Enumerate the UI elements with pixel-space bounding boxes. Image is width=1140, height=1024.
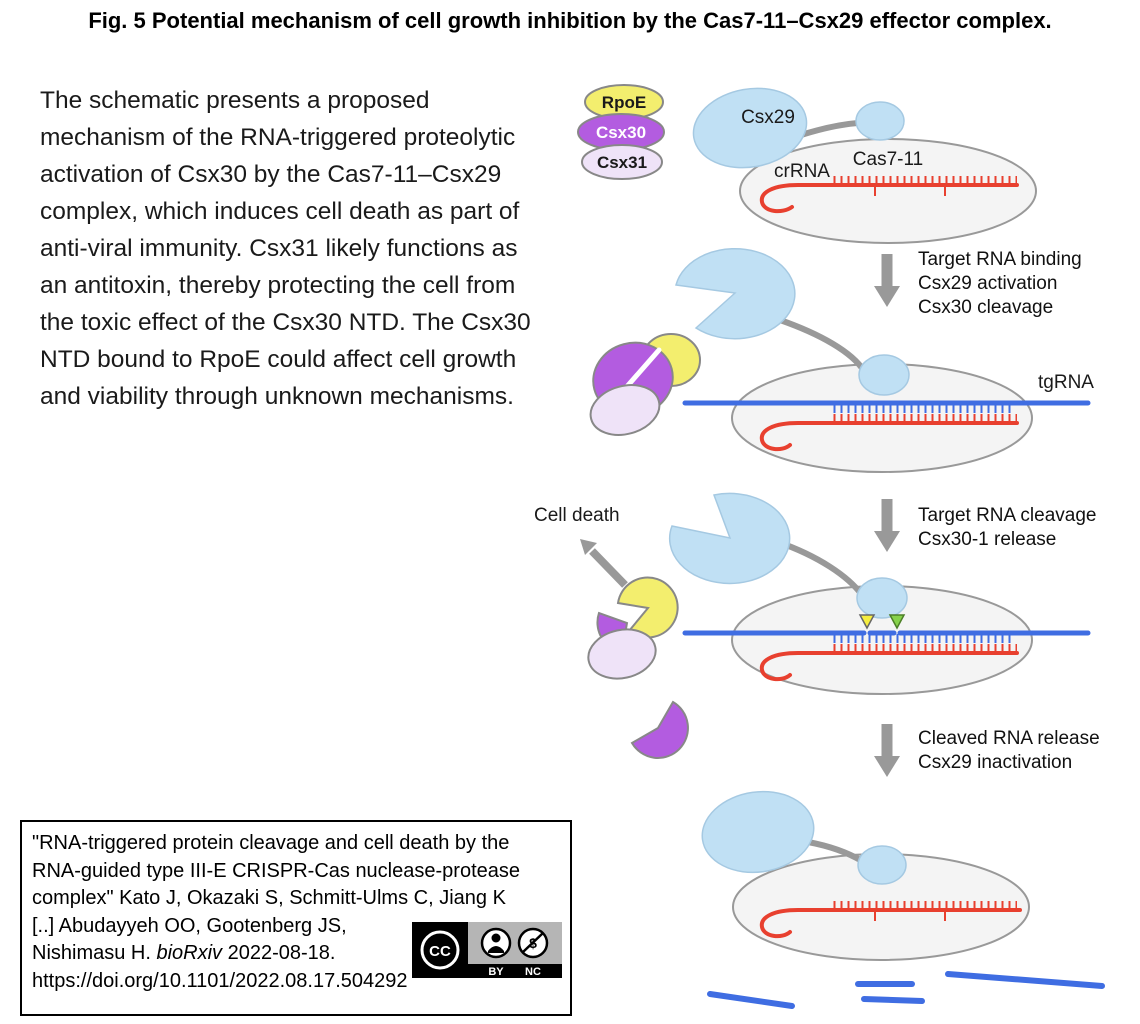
by-label: BY: [488, 966, 504, 978]
insertion-domain: [857, 845, 907, 885]
insertion-domain: [855, 101, 905, 141]
cleavage-site-marker-yellow: [858, 614, 876, 630]
citation-authors-tail: Nishimasu H.: [32, 942, 157, 964]
nc-slash-icon: [522, 932, 544, 953]
stage-2-target-bound: tgRNA: [589, 247, 1094, 473]
csx31-protein: [587, 628, 657, 680]
crrna-comb: [830, 414, 1017, 423]
citation-date: 2022-08-18.: [222, 942, 336, 964]
figure-description: The schematic presents a proposed mechan…: [40, 87, 531, 410]
linker: [775, 539, 865, 598]
tgrna-comb: [830, 634, 1015, 643]
by-person-body-icon: [488, 946, 504, 953]
step-3-line-2: Csx29 inactivation: [918, 752, 1072, 773]
crrna-comb: [830, 176, 1017, 185]
stage-1-surveillance-complex: Csx29 crRNA Cas7-11: [692, 87, 1037, 244]
crrna: [759, 651, 1019, 682]
csx31-legend-oval: [581, 144, 663, 180]
crrna: [759, 183, 1019, 214]
crrna: [759, 908, 1022, 939]
crrna-comb: [830, 644, 1017, 653]
step-2-annotation: Target RNA cleavage Csx30-1 release: [874, 499, 1097, 552]
csx29-activated-blob: [668, 492, 791, 585]
step-1-line-3: Csx30 cleavage: [918, 297, 1053, 318]
citation-text-line: Nishimasu H. bioRxiv 2022-08-18.: [32, 940, 560, 968]
citation-text-line: [..] Abudayyeh OO, Gootenberg JS,: [32, 914, 347, 937]
down-arrow-head-icon: [874, 531, 900, 552]
linker: [805, 839, 865, 864]
csx30-legend-label: Csx30: [596, 123, 646, 142]
crrna-label: crRNA: [774, 161, 830, 182]
step-3-annotation: Cleaved RNA release Csx29 inactivation: [874, 724, 1100, 777]
step-1-annotation: Target RNA binding Csx29 activation Csx3…: [874, 249, 1082, 318]
csx29-blob: [692, 87, 808, 169]
citation-doi: https://doi.org/10.1101/2022.08.17.50429…: [32, 969, 408, 992]
tgrna-comb: [830, 404, 1015, 413]
cell-death-label: Cell death: [534, 505, 620, 526]
down-arrow-head-icon: [874, 756, 900, 777]
csx31-protein: [589, 384, 661, 436]
stage-3-target-cleaved: [587, 492, 1091, 759]
step-2-line-2: Csx30-1 release: [918, 529, 1056, 550]
nc-label: NC: [525, 966, 541, 978]
journal-name: bioRxiv: [156, 942, 223, 964]
tgrna-label: tgRNA: [1038, 372, 1094, 393]
csx31-legend-label: Csx31: [597, 153, 647, 172]
cc-by-nc-badge-graphic: CC $ BY NC: [412, 922, 562, 978]
citation-text-line: complex" Kato J, Okazaki S, Schmitt-Ulms…: [32, 887, 506, 909]
step-3-line-1: Cleaved RNA release: [918, 728, 1100, 749]
figure-title: Fig. 5 Potential mechanism of cell growt…: [88, 8, 1052, 33]
cc-badge-label-strip: [468, 964, 562, 978]
cell-death-annotation: Cell death: [534, 505, 628, 588]
cc-label: CC: [429, 943, 451, 960]
step-1-line-1: Target RNA binding: [918, 249, 1082, 270]
released-rna-fragment: [707, 991, 795, 1009]
step-1-line-2: Csx29 activation: [918, 273, 1057, 294]
crrna-comb: [830, 901, 1017, 910]
released-rna-fragment: [861, 996, 925, 1004]
insertion-domain: [858, 354, 910, 396]
csx29-blob: [701, 790, 815, 874]
csx29-label: Csx29: [741, 107, 795, 128]
step-2-line-1: Target RNA cleavage: [918, 505, 1097, 526]
csx30-ctd-released: [630, 700, 689, 759]
csx29-activated-blob: [675, 247, 796, 340]
citation-text-line: "RNA-triggered protein cleavage and cell…: [32, 832, 510, 854]
protein-legend: RpoE Csx30 Csx31: [577, 84, 665, 180]
insertion-domain: [856, 577, 908, 619]
stage-4-inactivated: [701, 790, 1105, 1009]
mechanism-diagram: RpoE Csx30 Csx31 Csx29 crRNA Cas7-11 Tar…: [534, 84, 1105, 1009]
released-rna-fragment: [945, 971, 1105, 989]
down-arrow-head-icon: [874, 286, 900, 307]
crrna: [759, 421, 1019, 452]
cleavage-site-marker-green: [888, 614, 906, 630]
cell-death-arrow-head-icon: [580, 539, 597, 555]
citation-text-line: RNA-guided type III-E CRISPR-Cas nucleas…: [32, 859, 520, 882]
cc-circle-icon: [420, 930, 460, 970]
rpoe-legend-label: RpoE: [602, 93, 646, 112]
cas7-11-label: Cas7-11: [853, 149, 923, 170]
cell-death-arrow-icon: [589, 548, 628, 588]
citation-box: "RNA-triggered protein cleavage and cell…: [20, 820, 572, 1016]
cc-by-nc-badge: CC $ BY NC: [412, 922, 562, 978]
linker: [777, 317, 867, 374]
by-person-head-icon: [491, 933, 501, 943]
